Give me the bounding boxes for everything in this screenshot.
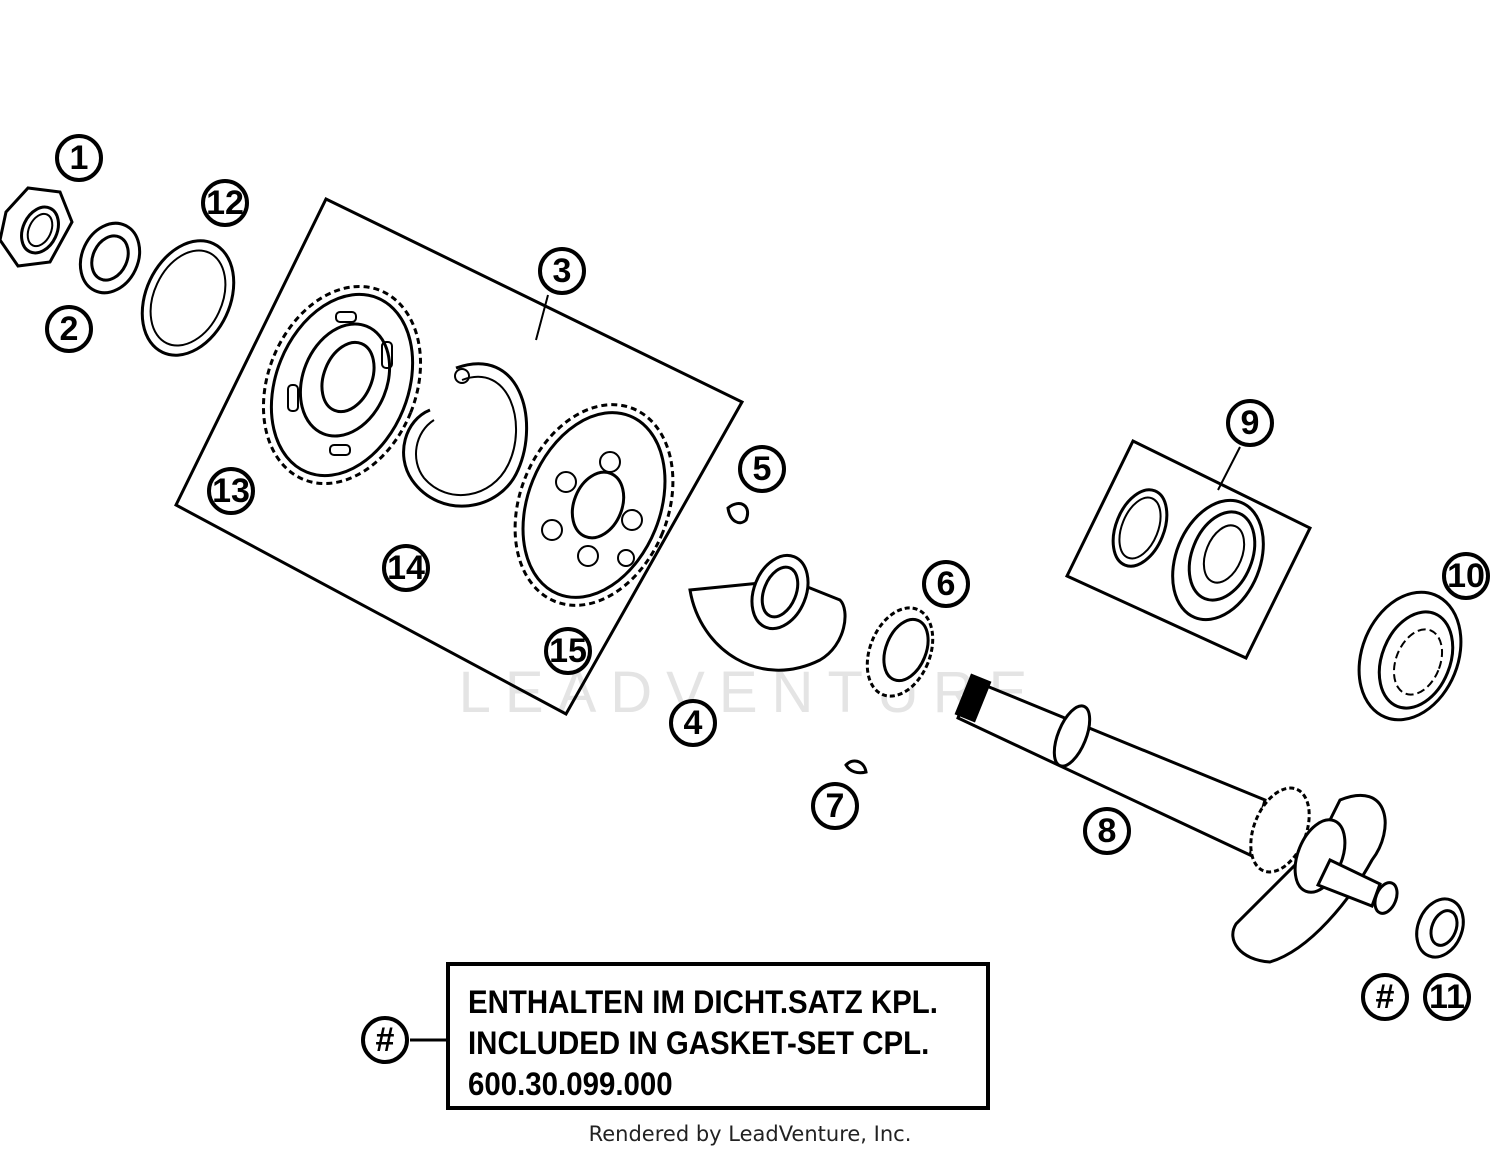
woodruff-key [726, 502, 749, 525]
callout-15: 15 [544, 627, 592, 675]
callout-10: 10 [1442, 552, 1490, 600]
svg-text:4: 4 [684, 704, 703, 742]
watermark: LEADVENTURE [459, 660, 1042, 725]
leader-lines [410, 294, 1241, 1042]
note-part-number: 600.30.099.000 [468, 1066, 673, 1102]
small-key [844, 759, 868, 775]
svg-text:3: 3 [553, 252, 572, 290]
circlip [402, 362, 529, 508]
callout-14: 14 [382, 544, 430, 592]
hex-nut [0, 186, 74, 268]
render-credit: Rendered by LeadVenture, Inc. [588, 1122, 912, 1146]
callout-8: 8 [1083, 807, 1131, 855]
needle-bearing [865, 606, 935, 698]
callout-12: 12 [201, 179, 249, 227]
callout-4: 4 [669, 699, 717, 747]
gear-13 [261, 284, 423, 486]
callout-11: 11 [1423, 973, 1471, 1021]
callout-9: 9 [1226, 399, 1274, 447]
bearing-kit-box [1064, 438, 1313, 660]
svg-text:12: 12 [206, 184, 244, 222]
callout-hash-note: # [361, 1016, 409, 1064]
crank-web [688, 553, 847, 672]
callout-1: 1 [55, 134, 103, 182]
svg-text:1: 1 [70, 139, 89, 177]
callout-2: 2 [45, 305, 93, 353]
callout-13: 13 [207, 467, 255, 515]
callout-7: 7 [811, 782, 859, 830]
ball-bearing-kit [1111, 488, 1265, 622]
svg-text:6: 6 [937, 565, 956, 603]
svg-text:15: 15 [549, 632, 587, 670]
gear-15 [513, 403, 675, 607]
svg-text:10: 10 [1447, 557, 1485, 595]
note-line-english: INCLUDED IN GASKET-SET CPL. [468, 1025, 930, 1061]
crankshaft [954, 673, 1399, 964]
svg-text:#: # [376, 1021, 395, 1059]
callout-hash-11: # [1361, 973, 1409, 1021]
svg-text:8: 8 [1098, 812, 1117, 850]
svg-text:14: 14 [387, 549, 425, 587]
svg-text:#: # [1376, 978, 1395, 1016]
gear-kit-box [174, 196, 745, 717]
shaft-seal [1415, 897, 1465, 959]
callout-5: 5 [738, 445, 786, 493]
svg-text:9: 9 [1241, 404, 1260, 442]
callout-6: 6 [922, 560, 970, 608]
washer [78, 221, 142, 295]
gasket-set-note: ENTHALTEN IM DICHT.SATZ KPL. INCLUDED IN… [446, 962, 990, 1110]
svg-text:7: 7 [826, 787, 845, 825]
svg-text:11: 11 [1429, 978, 1465, 1016]
callout-3: 3 [538, 247, 586, 295]
shim-ring [140, 239, 236, 357]
roller-bearing [1357, 590, 1463, 722]
svg-text:13: 13 [212, 472, 250, 510]
svg-text:5: 5 [753, 450, 772, 488]
note-line-german: ENTHALTEN IM DICHT.SATZ KPL. [468, 984, 938, 1020]
svg-text:2: 2 [60, 310, 79, 348]
